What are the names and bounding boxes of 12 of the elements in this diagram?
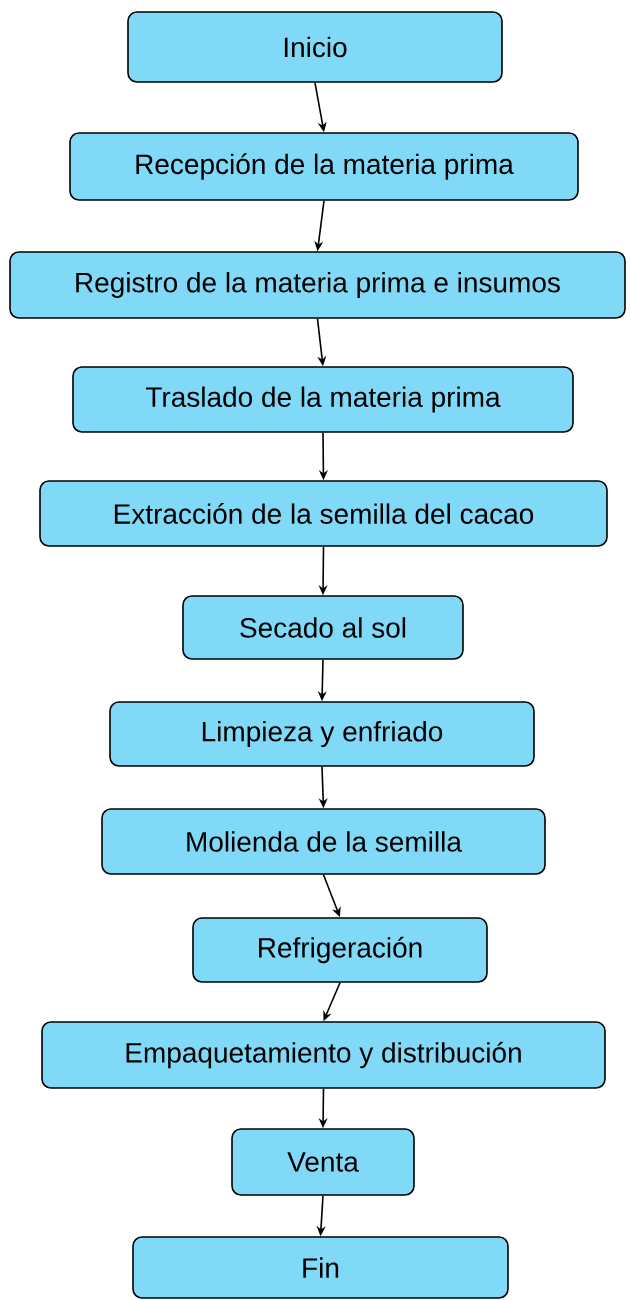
process-box: Traslado de la materia prima — [72, 366, 574, 433]
process-box: Inicio — [127, 11, 503, 83]
process-box: Empaquetamiento y distribución — [41, 1021, 606, 1089]
process-box: Extracción de la semilla del cacao — [39, 480, 608, 547]
process-box: Fin — [132, 1236, 509, 1299]
process-box: Molienda de la semilla — [101, 808, 546, 875]
process-box: Venta — [231, 1128, 415, 1196]
process-box: Recepción de la materia prima — [69, 132, 579, 201]
process-box: Registro de la materia prima e insumos — [9, 251, 626, 319]
process-box: Limpieza y enfriado — [109, 701, 535, 767]
process-box: Secado al sol — [182, 595, 464, 660]
process-box: Refrigeración — [192, 917, 488, 983]
